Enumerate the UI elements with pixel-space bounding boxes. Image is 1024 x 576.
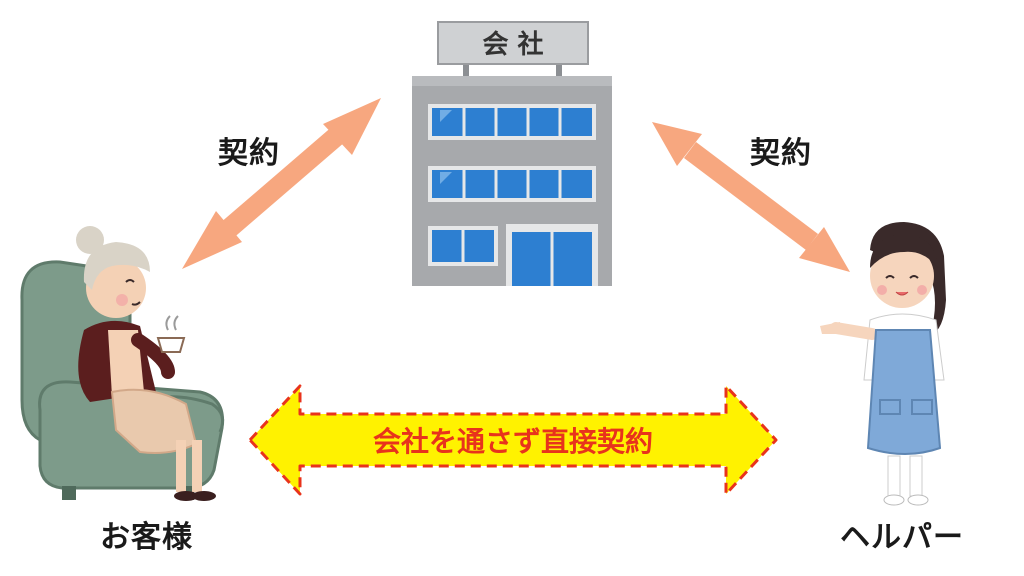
helper-illustration — [820, 222, 946, 506]
company-sign-text: 会 社 — [482, 29, 543, 60]
building-windows — [428, 104, 596, 266]
left-contract-label: 契約 — [218, 136, 280, 171]
helper-label: ヘルパー — [840, 520, 964, 555]
right-contract-label: 契約 — [750, 136, 812, 171]
customer-illustration — [20, 226, 225, 501]
company-building: 会 社 — [412, 21, 612, 286]
direct-contract-label: 会社を通さず直接契約 — [373, 425, 653, 458]
direct-contract-arrow: 会社を通さず直接契約 — [248, 384, 778, 496]
contract-arrow-left — [182, 98, 381, 269]
company-sign: 会 社 — [437, 21, 589, 80]
customer-label: お客様 — [100, 520, 193, 555]
building-door — [506, 224, 598, 286]
contract-arrow-right — [652, 122, 850, 272]
